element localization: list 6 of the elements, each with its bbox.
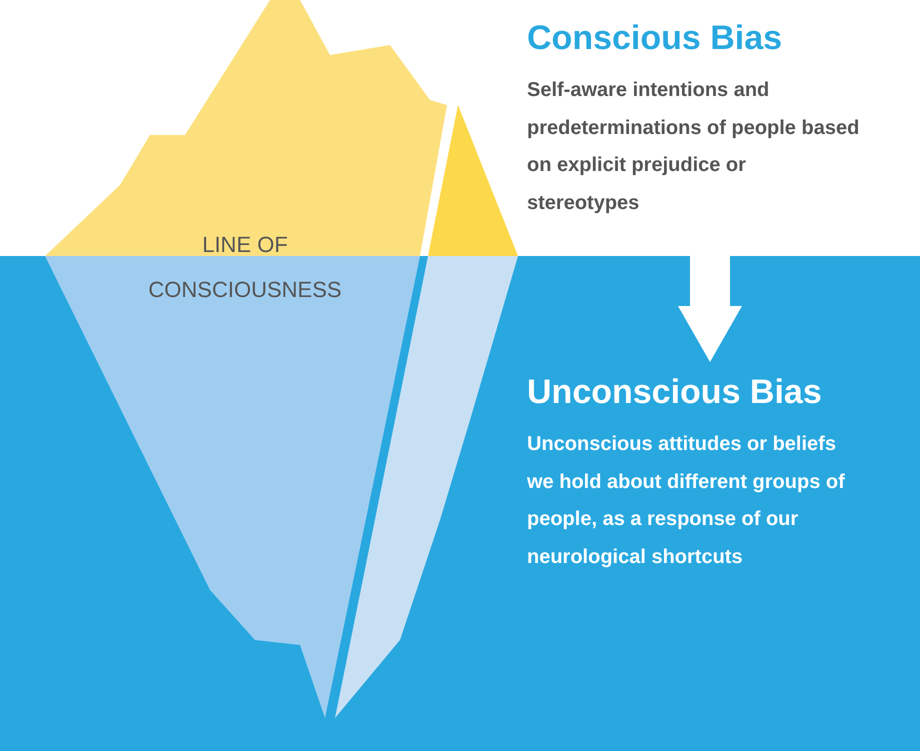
description: Self-aware intentions and predeterminations of people based on explicit prejudice or stereotypes <box>527 78 860 216</box>
heading: Conscious Bias <box>527 18 784 59</box>
block-arrow <box>678 256 742 362</box>
heading: Unconscious Bias <box>527 372 823 413</box>
waterline-label: LINE OF CONSCIOUSNESS <box>147 231 343 304</box>
description: Unconscious attitudes or beliefs we hold about different groups of people, as a response of our neurological shortcuts <box>527 432 845 570</box>
